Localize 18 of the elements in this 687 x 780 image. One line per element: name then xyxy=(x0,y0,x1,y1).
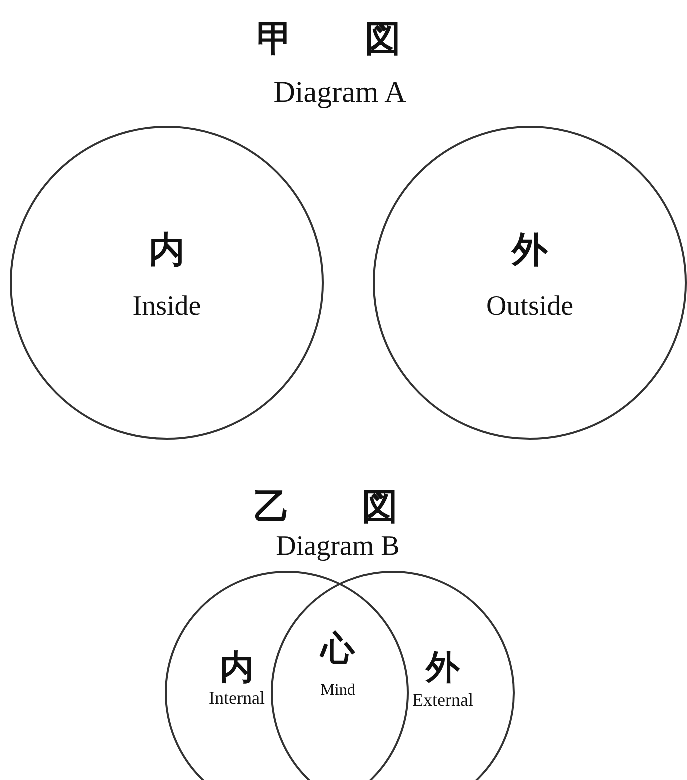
overlap-label: Mind xyxy=(320,683,356,699)
heading: 乙 図 xyxy=(254,490,416,526)
circle xyxy=(373,126,687,440)
kanji-label: 外 xyxy=(512,233,548,269)
kanji-label: 外 xyxy=(426,651,460,685)
subheading: Diagram A xyxy=(274,78,406,108)
circle-label: Internal xyxy=(209,689,265,707)
circle xyxy=(271,571,515,780)
circle-label: External xyxy=(412,691,474,709)
circle-label: Inside xyxy=(132,293,202,321)
subheading: Diagram B xyxy=(276,533,400,561)
kanji-label: 心 xyxy=(321,632,355,666)
circle xyxy=(10,126,324,440)
kanji-label: 内 xyxy=(149,233,185,269)
circle xyxy=(165,571,409,780)
kanji-label: 内 xyxy=(220,651,254,685)
heading: 甲 図 xyxy=(257,22,419,58)
circle-label: Outside xyxy=(486,293,574,321)
